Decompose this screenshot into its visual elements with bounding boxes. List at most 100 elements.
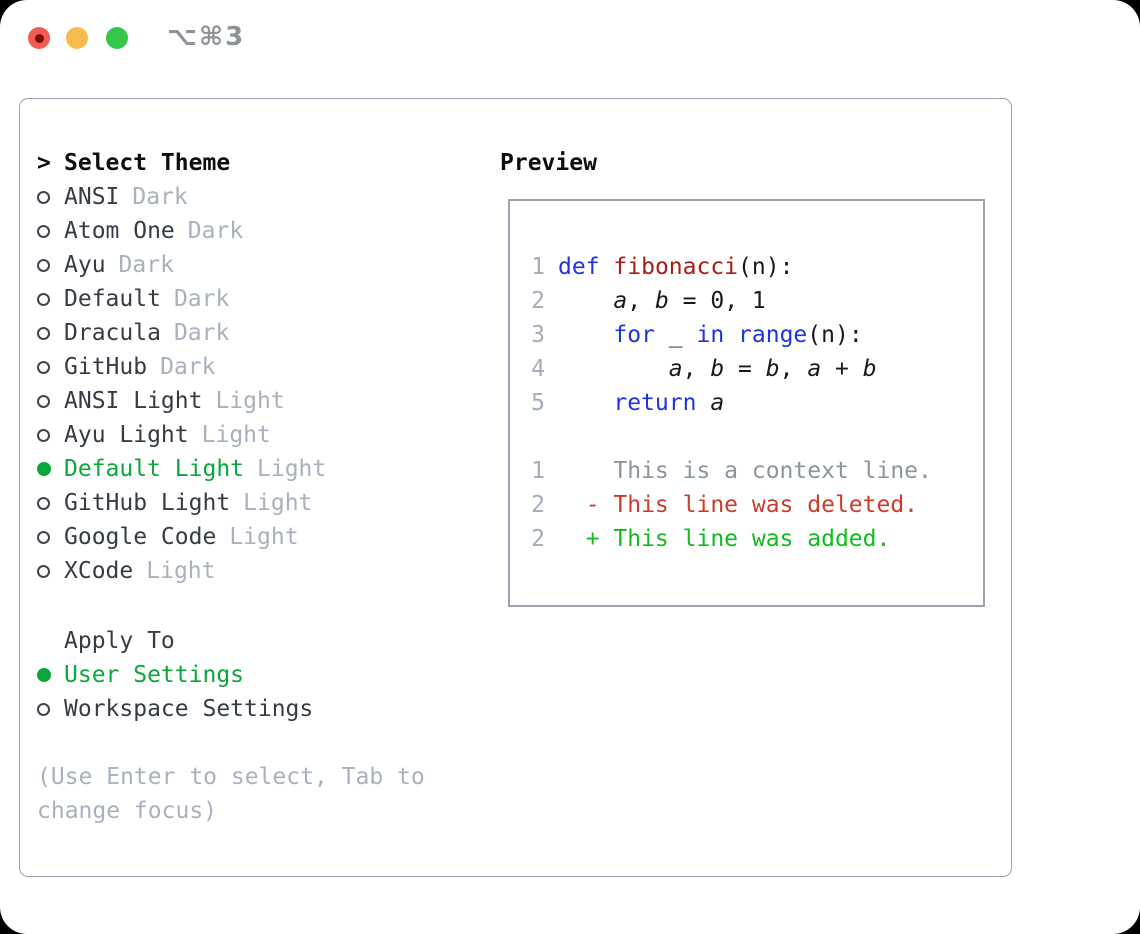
theme-option-default-light[interactable]: Default Light Light: [37, 452, 425, 486]
theme-variant-tag: Dark: [173, 320, 230, 346]
hollow-circle: [37, 394, 50, 408]
cursor-arrow-icon: >: [37, 150, 51, 176]
filled-circle: [37, 462, 51, 476]
code-segment-var: b: [710, 356, 725, 382]
theme-variant-tag: Light: [257, 456, 327, 482]
radio-selected-icon: [37, 668, 64, 682]
radio-unselected-icon: [37, 258, 64, 272]
code-segment-plain: +: [821, 356, 863, 382]
code-line: 1 This is a context line.: [529, 454, 983, 488]
code-segment-plain: [696, 390, 710, 416]
hollow-circle: [37, 564, 50, 578]
option-label: Google Code: [64, 524, 217, 550]
code-segment-plain: =: [724, 356, 766, 382]
radio-unselected-icon: [37, 496, 64, 510]
code-segment-var: a: [668, 356, 683, 382]
line-number: 2: [531, 492, 545, 518]
record-dot-icon: [34, 33, 44, 43]
code-segment-plain: ,: [627, 288, 655, 314]
radio-unselected-icon: [37, 326, 64, 340]
code-line: [529, 420, 983, 454]
option-label: Default Light: [64, 456, 245, 482]
theme-variant-tag: Light: [243, 490, 313, 516]
theme-option-google-code[interactable]: Google Code Light: [37, 520, 425, 554]
theme-option-xcode[interactable]: XCode Light: [37, 554, 425, 588]
zoom-button[interactable]: [106, 27, 128, 49]
line-number: 4: [531, 356, 545, 382]
code-line: 2 a, b = 0, 1: [529, 284, 983, 318]
code-segment-var: a: [710, 390, 725, 416]
hint-text-line-1: (Use Enter to select, Tab to: [37, 764, 425, 790]
code-segment-plain: [558, 390, 613, 416]
code-segment-var: a: [613, 288, 628, 314]
option-label: ANSI: [64, 184, 120, 210]
hollow-circle: [37, 496, 50, 510]
code-line: 2 + This line was added.: [529, 522, 983, 556]
close-button[interactable]: [28, 27, 50, 49]
code-segment-plain: [558, 356, 669, 382]
code-line: 3 for _ in range(n):: [529, 318, 983, 352]
line-content: + This line was added.: [558, 526, 891, 552]
code-segment-deleted: - This line was deleted.: [558, 492, 919, 518]
option-label: XCode: [64, 558, 134, 584]
code-line: 4 a, b = b, a + b: [529, 352, 983, 386]
radio-unselected-icon: [37, 224, 64, 238]
line-number: 3: [531, 322, 545, 348]
code-segment-plain: [724, 322, 738, 348]
hollow-circle: [37, 190, 50, 204]
theme-variant-tag: Light: [146, 558, 216, 584]
code-segment-plain: ,: [682, 356, 711, 382]
hollow-circle: [37, 360, 50, 374]
option-label: Ayu Light: [64, 422, 189, 448]
preview-title: Preview: [500, 150, 597, 176]
minimize-button[interactable]: [66, 27, 88, 49]
code-segment-plain: ,: [779, 356, 808, 382]
radio-unselected-icon: [37, 428, 64, 442]
option-label: GitHub: [64, 354, 148, 380]
option-label: Workspace Settings: [64, 696, 314, 722]
code-segment-var: b: [654, 288, 669, 314]
code-segment-keyword: return: [613, 390, 697, 416]
theme-variant-tag: Dark: [118, 252, 174, 278]
code-segment-plain: [558, 288, 613, 314]
option-label: Default: [64, 286, 161, 312]
code-segment-var: b: [862, 356, 877, 382]
theme-variant-tag: Dark: [187, 218, 244, 244]
radio-unselected-icon: [37, 292, 64, 306]
line-content: def fibonacci(n):: [558, 254, 793, 280]
line-number: 1: [531, 458, 545, 484]
apply-to-header: Apply To: [37, 624, 425, 658]
code-segment-plain: (n):: [807, 322, 863, 348]
theme-variant-tag: Light: [215, 388, 285, 414]
line-content: a, b = b, a + b: [558, 356, 877, 382]
section-gap: [37, 588, 425, 624]
line-content: for _ in range(n):: [558, 322, 863, 348]
theme-variant-tag: Light: [229, 524, 299, 550]
apply-option-user-settings[interactable]: User Settings: [37, 658, 425, 692]
option-label: Ayu: [64, 252, 106, 278]
line-number: 2: [531, 288, 545, 314]
window-title: ⌥⌘3: [167, 22, 246, 52]
theme-option-ayu[interactable]: Ayu Dark: [37, 248, 425, 282]
hollow-circle: [37, 326, 50, 340]
code-segment-plain: = 0, 1: [668, 288, 766, 314]
hollow-circle: [37, 224, 50, 238]
line-content: This is a context line.: [558, 458, 932, 484]
hollow-circle: [37, 428, 50, 442]
apply-option-workspace-settings[interactable]: Workspace Settings: [37, 692, 425, 726]
line-content: a, b = 0, 1: [558, 288, 766, 314]
